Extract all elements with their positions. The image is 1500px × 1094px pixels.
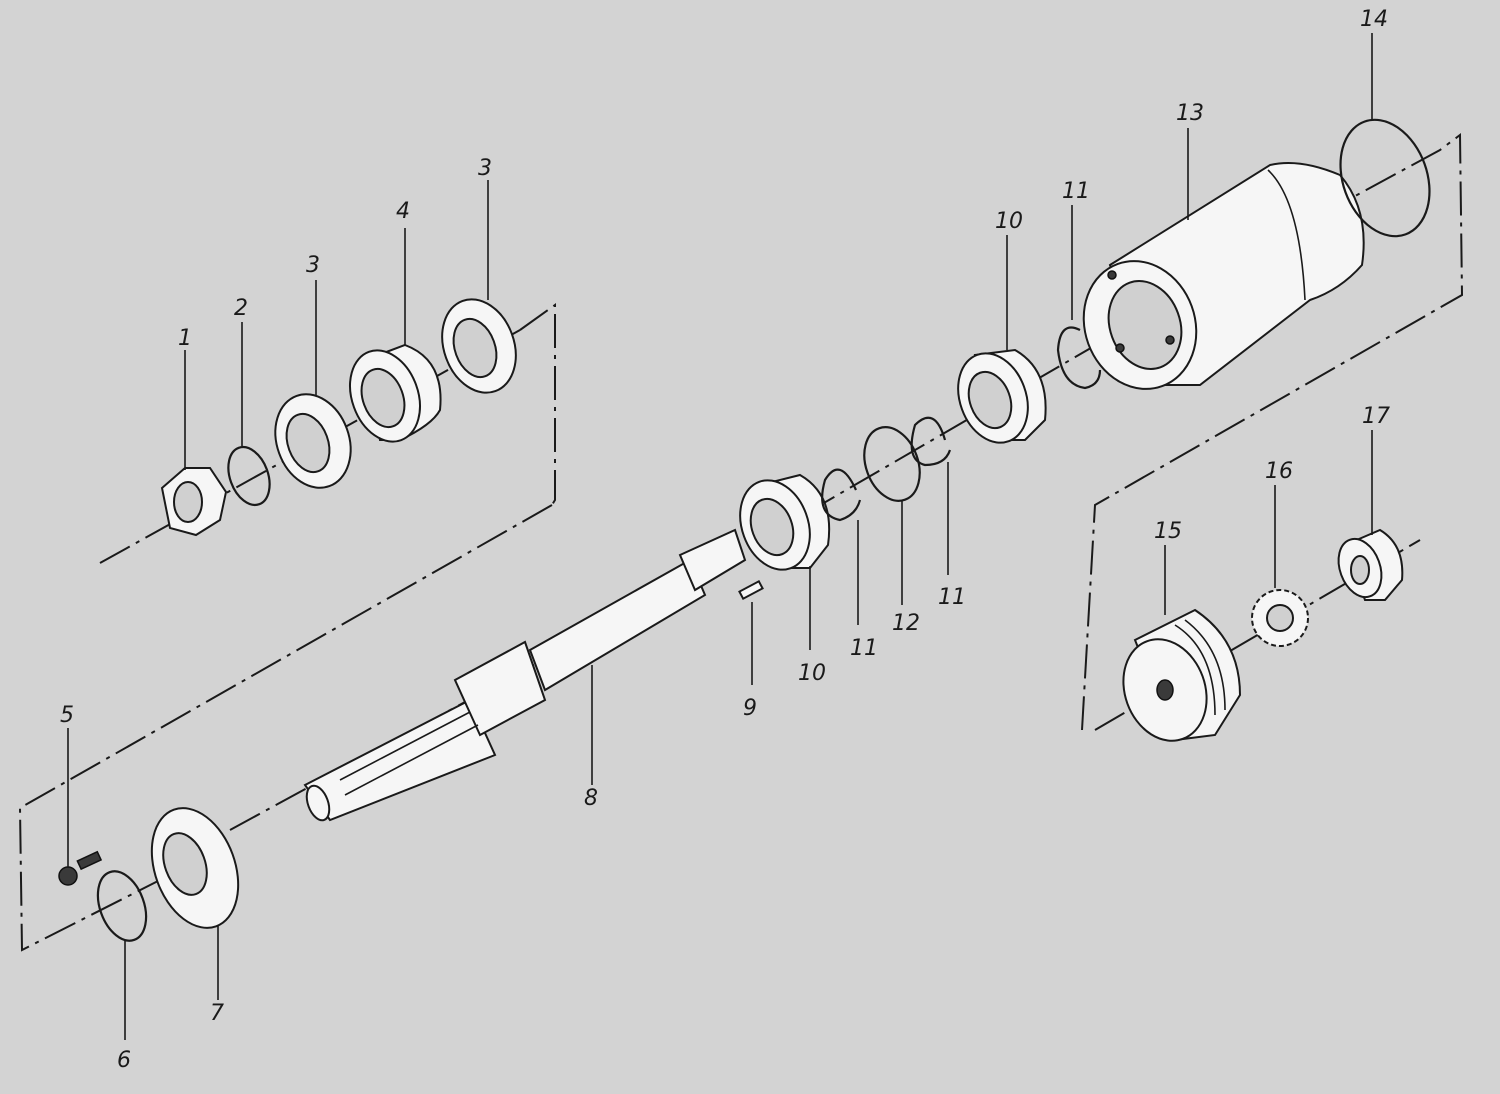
part-17-nut [1337, 528, 1404, 601]
callout-labels: 1 2 3 4 3 5 6 7 8 9 10 11 12 11 10 11 13… [60, 7, 1390, 1073]
part-11-snap-ring-2 [910, 416, 952, 467]
callout-14: 14 [1360, 7, 1388, 32]
callout-15: 15 [1154, 519, 1182, 544]
part-12-ring [863, 426, 921, 502]
callout-6: 6 [117, 1048, 131, 1073]
callout-3-second: 3 [478, 156, 492, 181]
part-4-spacer [349, 343, 442, 443]
callout-5: 5 [60, 703, 74, 728]
part-11-snap-ring [821, 468, 862, 522]
callout-4: 4 [396, 199, 410, 224]
callout-2: 2 [234, 296, 248, 321]
callout-9: 9 [743, 696, 757, 721]
part-6-snap-ring [96, 870, 148, 942]
part-7-flange [150, 807, 240, 929]
callout-11-second: 11 [938, 585, 966, 610]
callout-1: 1 [178, 326, 192, 351]
callout-13: 13 [1176, 101, 1204, 126]
callout-3: 3 [306, 253, 320, 278]
part-3-bearing-2 [441, 298, 517, 394]
part-2-snap-ring [227, 445, 271, 507]
callout-17: 17 [1362, 404, 1390, 429]
part-16-tooth-washer [1251, 589, 1309, 647]
part-10-bearing-2 [957, 348, 1047, 444]
part-10-bearing [739, 473, 831, 571]
part-11-snap-ring-3 [1056, 326, 1102, 390]
callout-10-second: 10 [995, 209, 1023, 234]
leader-lines [67, 33, 1373, 1040]
callout-7: 7 [210, 1001, 224, 1026]
callout-11: 11 [850, 636, 878, 661]
callout-12: 12 [892, 611, 920, 636]
part-5-screw [58, 850, 103, 886]
part-1-hex-nut [160, 467, 228, 537]
callout-8: 8 [584, 786, 598, 811]
part-15-pulley [1122, 608, 1242, 742]
part-3-bearing [274, 393, 352, 489]
part-9-key [738, 579, 764, 601]
callout-10: 10 [798, 661, 826, 686]
callout-16: 16 [1265, 459, 1293, 484]
callout-11-third: 11 [1062, 179, 1090, 204]
part-14-retaining-ring [1339, 118, 1431, 238]
part-8-shaft [303, 528, 747, 822]
part-13-housing [1082, 162, 1365, 390]
